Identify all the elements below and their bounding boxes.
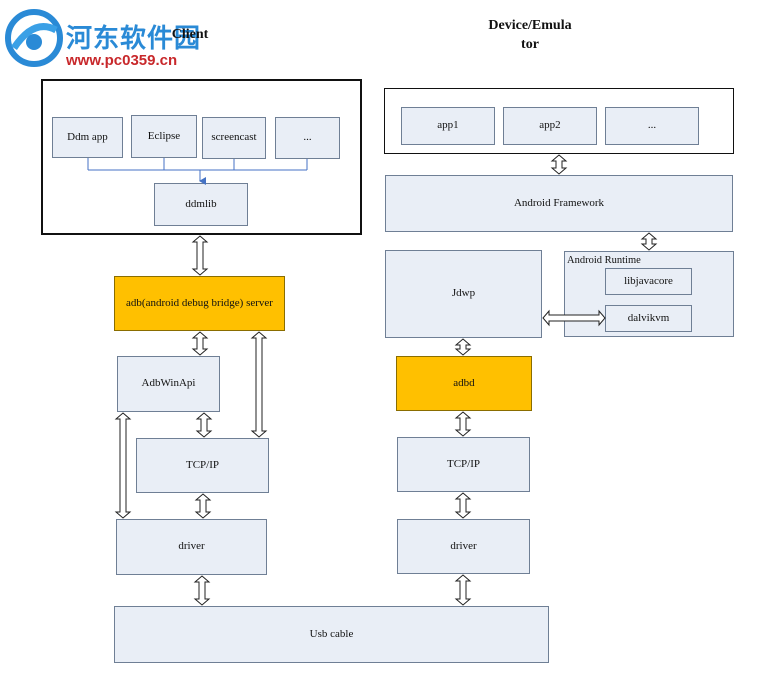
device-driver-box: driver: [397, 519, 530, 574]
watermark-logo: 河东软件园 www.pc0359.cn: [4, 8, 214, 72]
client-tcpip-box: TCP/IP: [136, 438, 269, 493]
adbd-box: adbd: [396, 356, 532, 411]
app1-box: app1: [401, 107, 495, 145]
more-tools-box: ...: [275, 117, 340, 159]
framework-runtime-arrow: [640, 232, 658, 251]
watermark-title: 河东软件园: [66, 24, 202, 54]
ddmlib-box: ddmlib: [154, 183, 248, 226]
adbd-tcpip-arrow: [454, 411, 472, 437]
client-driver-box: driver: [116, 519, 267, 575]
adbwinapi-tcpip-arrow: [195, 412, 213, 438]
ddmlib-adb-server-arrow: [191, 235, 209, 276]
usb-cable-box: Usb cable: [114, 606, 549, 663]
android-runtime-label: Android Runtime: [567, 255, 641, 266]
apps-framework-arrow: [550, 154, 568, 175]
libjavacore-box: libjavacore: [605, 268, 692, 295]
client-tcpip-driver-arrow: [194, 493, 212, 519]
device-heading-line1: Device/Emula: [488, 18, 572, 33]
screencast-box: screencast: [202, 117, 266, 159]
app2-box: app2: [503, 107, 597, 145]
device-heading: Device/Emula tor: [470, 17, 590, 55]
device-heading-line2: tor: [521, 36, 539, 52]
device-tcpip-driver-arrow: [454, 492, 472, 519]
client-driver-usb-arrow: [193, 575, 211, 606]
watermark-url: www.pc0359.cn: [66, 52, 178, 69]
jdwp-adbd-arrow: [454, 338, 472, 356]
client-heading: Client: [171, 27, 209, 42]
adb-server-box: adb(android debug bridge) server: [114, 276, 285, 331]
eclipse-box: Eclipse: [131, 115, 197, 158]
android-framework-box: Android Framework: [385, 175, 733, 232]
adb-server-tcpip-arrow: [250, 331, 268, 438]
device-tcpip-box: TCP/IP: [397, 437, 530, 492]
adbwinapi-box: AdbWinApi: [117, 356, 220, 412]
dalvikvm-box: dalvikvm: [605, 305, 692, 332]
ddm-app-box: Ddm app: [52, 117, 123, 158]
more-apps-box: ...: [605, 107, 699, 145]
adbwinapi-driver-arrow: [114, 412, 132, 519]
adb-server-adbwinapi-arrow: [191, 331, 209, 356]
jdwp-box: Jdwp: [385, 250, 542, 338]
device-driver-usb-arrow: [454, 574, 472, 606]
logo-icon: [5, 9, 63, 67]
